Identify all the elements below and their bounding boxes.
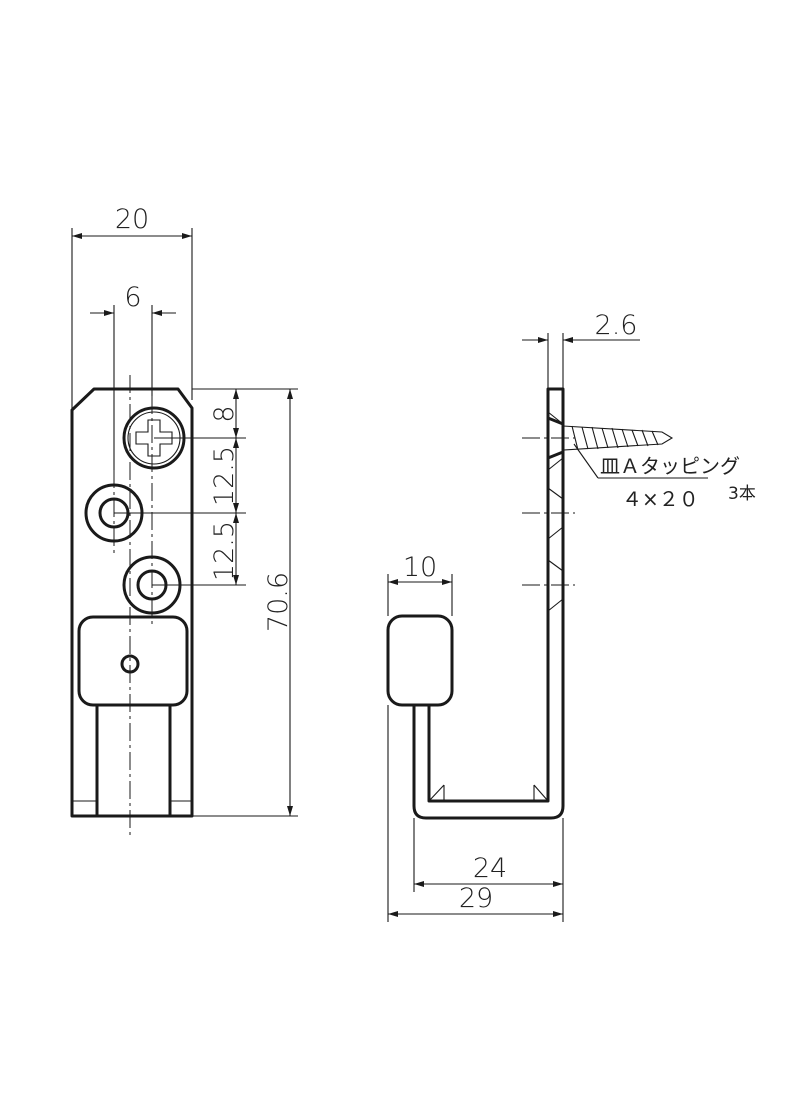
dim-height: 70.6 [263, 572, 294, 632]
screw-note-type: 皿Ａタッピング [600, 454, 740, 478]
dim-pitch-1: 12.5 [209, 446, 240, 506]
dim-pitch-2: 12.5 [209, 521, 240, 581]
hook-knob-front [77, 615, 189, 707]
tapping-screw-icon [546, 416, 674, 460]
bracket-side-outline [412, 387, 565, 820]
dim-width: 20 [115, 204, 149, 235]
screw-qty: 3本 [728, 484, 756, 504]
dim-total-depth: 29 [459, 883, 493, 914]
front-view: 20 6 8 12.5 12.5 70.6 [70, 204, 298, 838]
dim-thickness: 2.6 [595, 310, 638, 341]
dim-knob-width: 10 [403, 552, 437, 583]
hook-knob-side [386, 614, 454, 707]
dim-inner-depth: 24 [473, 853, 507, 884]
side-view: 皿Ａタッピング ４×２０ 3本 2.6 10 24 29 [386, 310, 756, 922]
screw-note-size: ４×２０ [622, 487, 699, 511]
dim-top-offset: 8 [209, 405, 240, 422]
dim-hole-spacing: 6 [124, 282, 141, 313]
